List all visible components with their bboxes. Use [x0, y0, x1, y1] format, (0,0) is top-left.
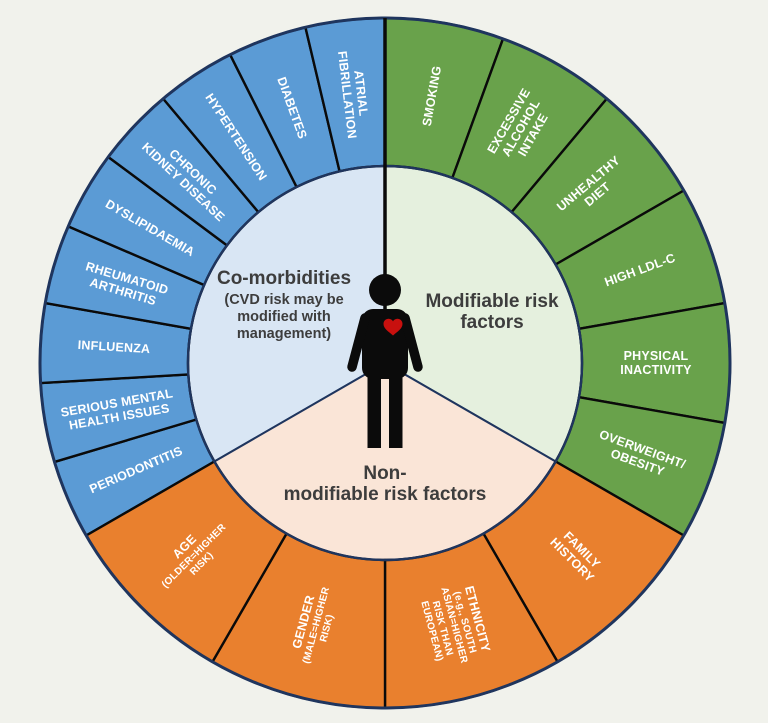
- person-left-leg: [367, 377, 381, 448]
- person-left-arm: [347, 313, 370, 372]
- person-right-leg: [389, 377, 403, 448]
- person-icon: [347, 274, 423, 448]
- heart-icon: [383, 318, 403, 336]
- person-right-arm: [400, 313, 423, 372]
- person-head: [369, 274, 401, 306]
